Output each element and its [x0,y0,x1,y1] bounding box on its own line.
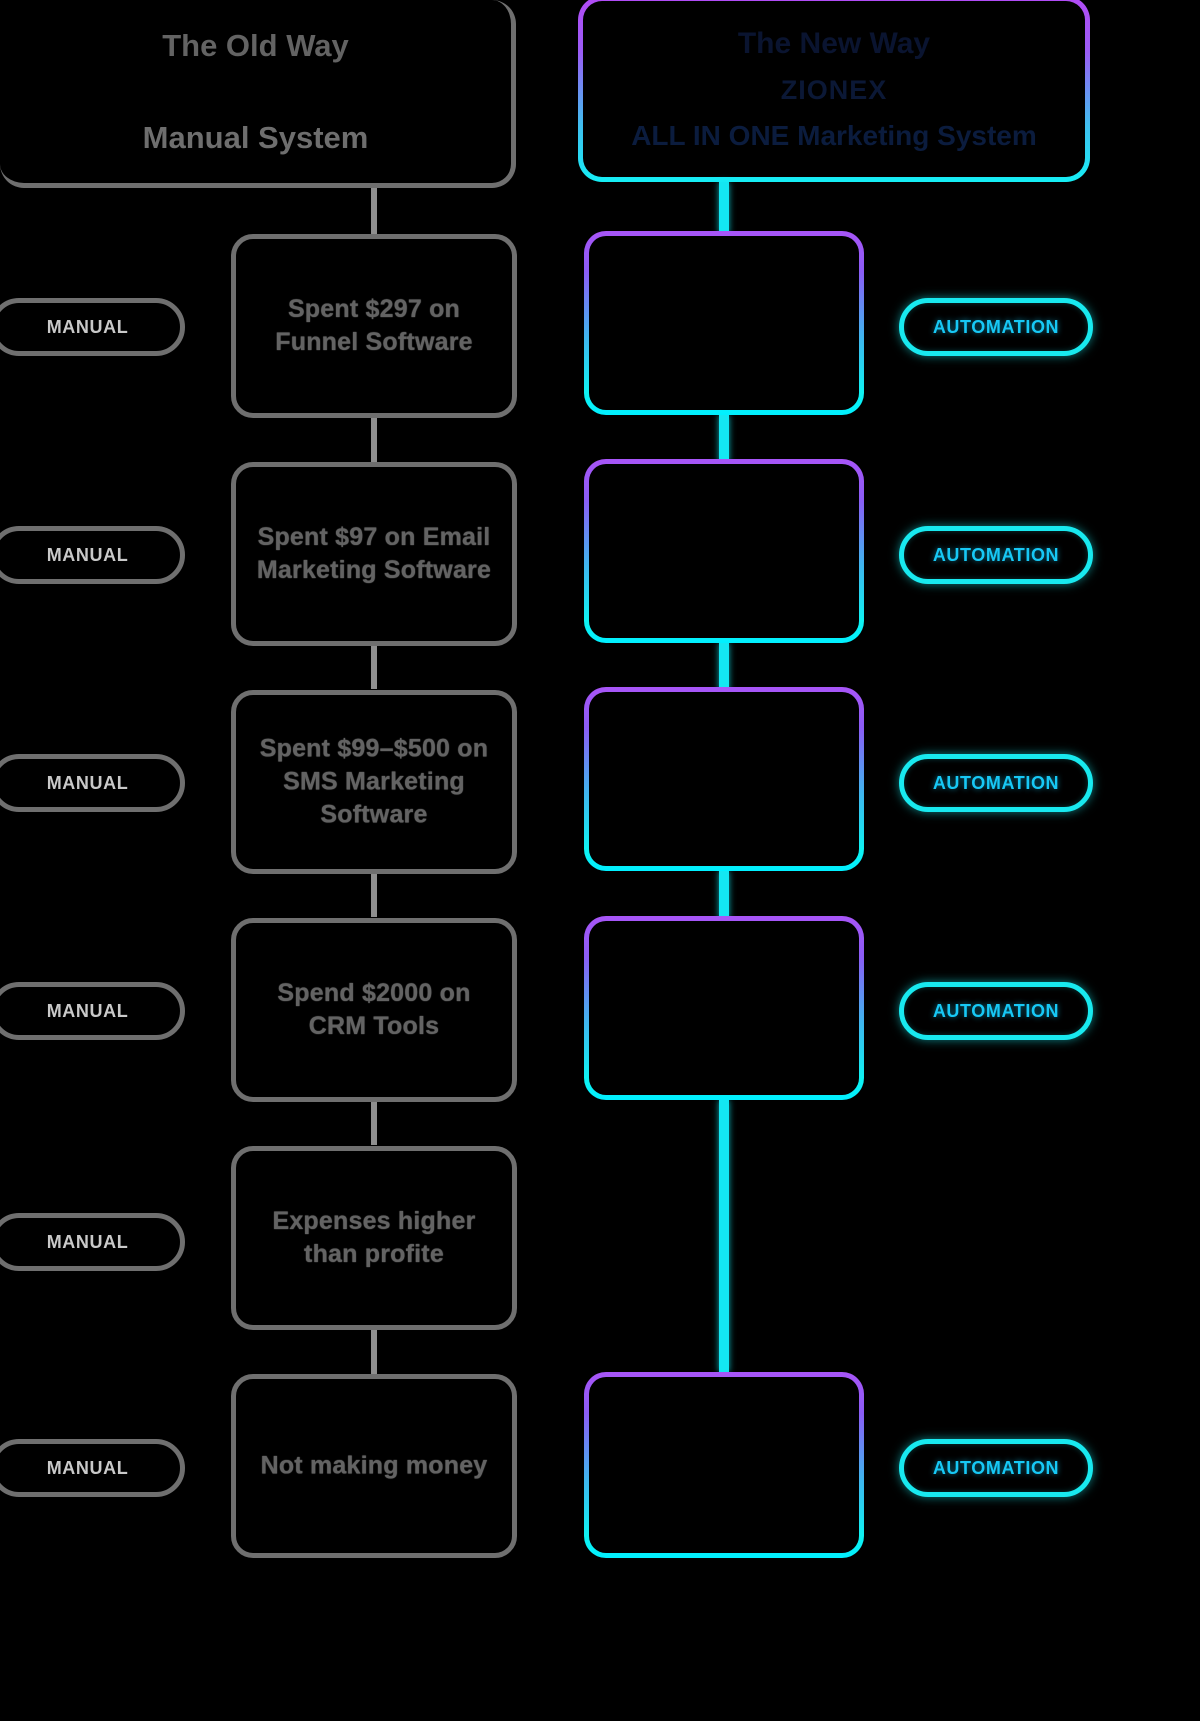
automation-badge-3[interactable]: AUTOMATION [899,754,1093,812]
old-way-step-box-5: Expenses higher than profite [231,1146,517,1330]
old-way-step-box-4: Spend $2000 on CRM Tools [231,918,517,1102]
connector-left-5 [371,1330,377,1374]
automation-badge-4[interactable]: AUTOMATION [899,982,1093,1040]
connector-right-3 [719,871,729,919]
manual-badge-1[interactable]: MANUAL [0,298,185,356]
new-way-step-box-5 [584,1372,864,1558]
old-way-step-text-2: Spent $97 on Email Marketing Software [256,523,492,584]
new-way-step-box-3 [584,687,864,871]
old-way-step-text-3: Spent $99–$500 on SMS Marketing Software [259,734,489,829]
automation-badge-label-3: AUTOMATION [932,772,1060,793]
manual-badge-3[interactable]: MANUAL [0,754,185,812]
automation-badge-label-2: AUTOMATION [932,544,1060,565]
connector-right-2 [719,643,729,691]
old-way-step-box-2: Spent $97 on Email Marketing Software [231,462,517,646]
manual-badge-label-4: MANUAL [46,1000,129,1021]
comparison-diagram: The Old Way Manual System The New Way ZI… [0,0,1093,1558]
manual-badge-label-3: MANUAL [46,772,129,793]
manual-badge-label-5: MANUAL [46,1231,129,1252]
old-way-step-box-3: Spent $99–$500 on SMS Marketing Software [231,690,517,874]
new-way-step-box-2 [584,459,864,643]
connector-right-4 [719,1100,729,1372]
manual-badge-label-2: MANUAL [46,544,129,565]
new-way-step-box-4 [584,916,864,1100]
old-way-title: The Old Way [162,27,349,63]
connector-left-2 [371,645,377,689]
connector-left-header [371,188,377,234]
old-way-step-text-1: Spent $297 on Funnel Software [275,295,473,356]
new-way-header-box: The New Way ZIONEX ALL IN ONE Marketing … [578,0,1090,182]
connector-left-1 [371,418,377,462]
automation-badge-2[interactable]: AUTOMATION [899,526,1093,584]
new-way-step-box-1 [584,231,864,415]
connector-left-4 [371,1101,377,1145]
new-way-title: The New Way [737,26,931,60]
manual-badge-5[interactable]: MANUAL [0,1213,185,1271]
old-way-step-text-5: Expenses higher than profite [272,1207,476,1268]
old-way-subtitle: Manual System [142,119,369,155]
manual-badge-label-1: MANUAL [46,316,129,337]
new-way-subtitle: ALL IN ONE Marketing System [631,119,1037,151]
old-way-step-box-6: Not making money [231,1374,517,1558]
old-way-step-text-6: Not making money [260,1451,488,1480]
automation-badge-label-4: AUTOMATION [932,1000,1060,1021]
automation-badge-5[interactable]: AUTOMATION [899,1439,1093,1497]
automation-badge-1[interactable]: AUTOMATION [899,298,1093,356]
manual-badge-label-6: MANUAL [46,1457,129,1478]
old-way-step-box-1: Spent $297 on Funnel Software [231,234,517,418]
connector-right-header [719,182,729,234]
old-way-header-box: The Old Way Manual System [0,0,516,188]
automation-badge-label-1: AUTOMATION [932,316,1060,337]
old-way-step-text-4: Spend $2000 on CRM Tools [277,979,471,1040]
connector-right-1 [719,415,729,463]
manual-badge-4[interactable]: MANUAL [0,982,185,1040]
connector-left-3 [371,873,377,917]
manual-badge-2[interactable]: MANUAL [0,526,185,584]
automation-badge-label-5: AUTOMATION [932,1457,1060,1478]
brand-name: ZIONEX [780,74,888,105]
manual-badge-6[interactable]: MANUAL [0,1439,185,1497]
